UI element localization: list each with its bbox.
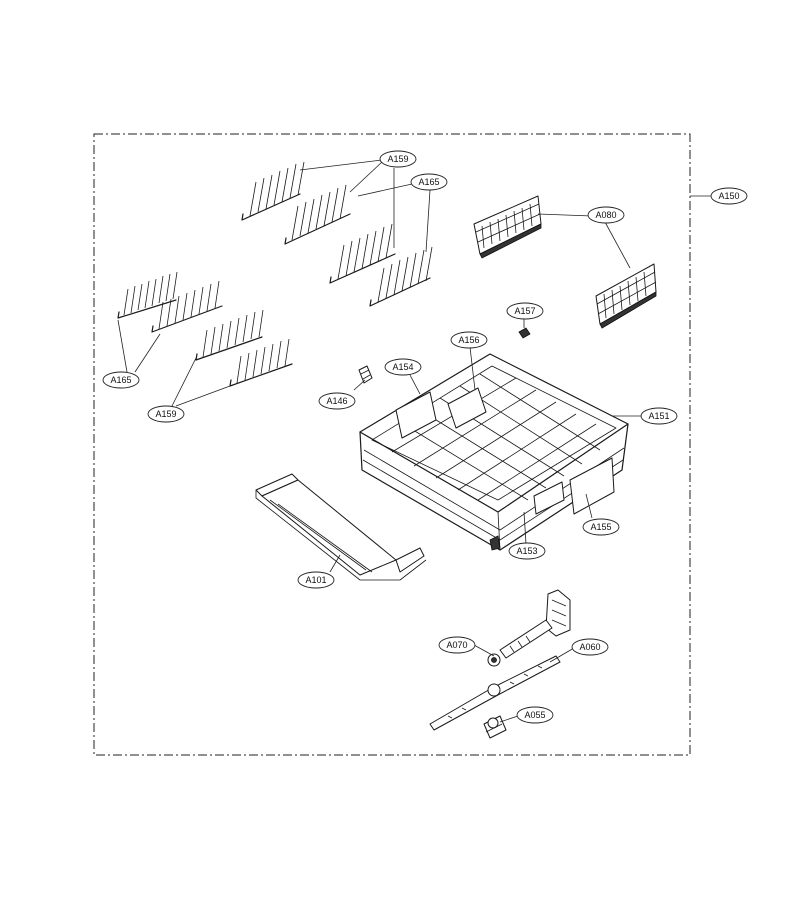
callout-text-a153: A153 [516, 546, 537, 556]
callout-a157: A157 [506, 302, 544, 320]
callout-a070: A070 [438, 636, 476, 654]
callout-a159-top: A159 [379, 150, 417, 168]
callout-a146: A146 [318, 392, 356, 410]
callout-text-a156: A156 [458, 335, 479, 345]
tine-rack-a159-upper-1 [241, 161, 305, 221]
callout-text-a151: A151 [648, 411, 669, 421]
spray-arm-manifold-a070 [487, 589, 571, 667]
spray-nut-a055 [483, 715, 507, 739]
cup-shelf-a080-2 [595, 263, 657, 329]
callout-text-a157: A157 [514, 306, 535, 316]
tine-rack-a165-upper-1 [284, 184, 351, 245]
callout-a165-top: A165 [410, 173, 448, 191]
spray-arm-a060 [429, 655, 561, 731]
callout-text-a165-top: A165 [418, 177, 439, 187]
front-trim-a101 [255, 473, 427, 581]
callout-text-a150: A150 [718, 191, 739, 201]
callout-a156: A156 [450, 331, 488, 349]
tine-rack-a159-left-1 [151, 280, 223, 333]
callout-a080: A080 [587, 206, 625, 224]
callout-text-a146: A146 [326, 396, 347, 406]
callout-text-a159-top: A159 [387, 154, 408, 164]
tine-rack-a159-left-2 [229, 338, 293, 387]
leader-lines [117, 159, 711, 723]
callout-text-a080: A080 [595, 210, 616, 220]
callout-text-a159-left: A159 [155, 409, 176, 419]
callout-a060: A060 [571, 638, 609, 656]
callout-text-a101: A101 [305, 575, 326, 585]
callout-text-a165-left: A165 [110, 375, 131, 385]
callout-text-a060: A060 [579, 642, 600, 652]
assembly-boundary [93, 133, 691, 756]
clip-a157 [518, 327, 531, 339]
callout-a155: A155 [582, 518, 620, 536]
callout-text-a070: A070 [446, 640, 467, 650]
callout-a153: A153 [508, 542, 546, 560]
tine-rack-a159-upper-2 [329, 223, 396, 284]
clip-a146 [358, 365, 373, 384]
tine-rack-a165-left-2 [195, 309, 264, 361]
upper-basket-a151 [359, 353, 629, 551]
callout-a154: A154 [384, 358, 422, 376]
callout-a165-left: A165 [102, 371, 140, 389]
cup-shelf-a080-1 [473, 195, 542, 259]
callout-a151: A151 [640, 407, 678, 425]
tine-rack-a165-upper-2 [369, 246, 433, 307]
tine-rack-a165-left-1 [117, 271, 178, 319]
callout-a159-left: A159 [147, 405, 185, 423]
callout-text-a055: A055 [524, 710, 545, 720]
callout-text-a154: A154 [392, 362, 413, 372]
callout-a150: A150 [710, 187, 748, 205]
callout-text-a155: A155 [590, 522, 611, 532]
callout-a101: A101 [297, 571, 335, 589]
callout-a055: A055 [516, 706, 554, 724]
